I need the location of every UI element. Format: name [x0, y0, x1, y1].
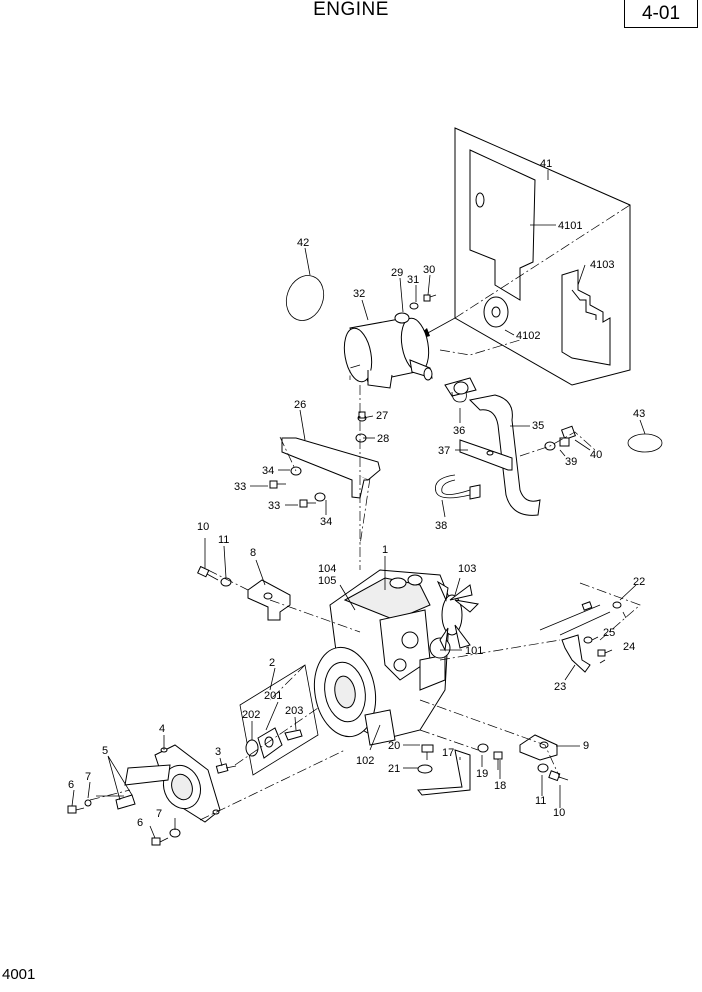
callout-101: 101: [465, 645, 483, 657]
callout-30: 30: [423, 264, 435, 276]
callout-7b: 7: [156, 808, 162, 820]
callout-4102: 4102: [516, 330, 540, 342]
callout-41: 41: [540, 158, 552, 170]
mounting-plate: [67, 744, 237, 846]
leader-lines: [71, 170, 646, 839]
callout-28: 28: [377, 433, 389, 445]
callout-4: 4: [159, 723, 165, 735]
callout-29: 29: [391, 267, 403, 279]
callout-4101: 4101: [558, 220, 582, 232]
callout-33a: 33: [234, 481, 246, 493]
callout-10b: 10: [553, 807, 565, 819]
callout-6b: 6: [137, 817, 143, 829]
callout-9: 9: [583, 740, 589, 752]
callout-10a: 10: [197, 521, 209, 533]
callout-42: 42: [297, 237, 309, 249]
exhaust-pipe: [435, 377, 576, 516]
callout-34b: 34: [320, 516, 332, 528]
right-mount-parts: [417, 734, 569, 796]
engine-mount-bracket-8: [197, 565, 291, 621]
callout-18: 18: [494, 780, 506, 792]
figure-number: 4001: [2, 966, 36, 983]
callout-5: 5: [102, 745, 108, 757]
assembly-lines: [89, 204, 641, 821]
callout-6a: 6: [68, 779, 74, 791]
callout-11a: 11: [218, 534, 229, 546]
callout-24: 24: [623, 641, 635, 653]
muffler-clamp: [394, 294, 437, 324]
callout-202: 202: [242, 709, 260, 721]
callout-34a: 34: [262, 465, 274, 477]
callout-17: 17: [442, 747, 454, 759]
coupling-set: [239, 664, 319, 776]
callout-21: 21: [388, 763, 400, 775]
callout-19: 19: [476, 768, 488, 780]
callout-25: 25: [603, 627, 615, 639]
callout-36: 36: [453, 425, 465, 437]
callout-1: 1: [382, 544, 388, 556]
cooling-fan: [436, 580, 480, 652]
callout-43: 43: [633, 408, 645, 420]
callout-7a: 7: [85, 771, 91, 783]
callout-27: 27: [376, 410, 388, 422]
callout-37: 37: [438, 445, 450, 457]
gasket-42: [285, 275, 325, 321]
callout-104: 104: [318, 563, 336, 575]
page-title: ENGINE: [313, 0, 389, 20]
callout-31: 31: [407, 274, 419, 286]
callout-2: 2: [269, 657, 275, 669]
muffler: [343, 317, 433, 389]
callout-20: 20: [388, 740, 400, 752]
callout-11b: 11: [535, 795, 546, 807]
callout-102: 102: [356, 755, 374, 767]
callout-38: 38: [435, 520, 447, 532]
callout-201: 201: [264, 690, 282, 702]
callout-8: 8: [250, 547, 256, 559]
page-code-box: 4-01: [624, 0, 698, 28]
callout-33b: 33: [268, 500, 280, 512]
muffler-cover-panel: [454, 127, 631, 386]
gasket-43: [627, 433, 663, 453]
callout-203: 203: [285, 705, 303, 717]
callout-35: 35: [532, 420, 544, 432]
callout-40: 40: [590, 449, 602, 461]
callout-105: 105: [318, 575, 336, 587]
muffler-bracket: [269, 411, 381, 508]
engine-block: [313, 569, 451, 746]
callout-26: 26: [294, 399, 306, 411]
callouts: 41 4101 4103 4102 42 32 29 31 30 35 36 3…: [68, 158, 645, 829]
callout-4103: 4103: [590, 259, 614, 271]
callout-3: 3: [215, 746, 221, 758]
callout-39: 39: [565, 456, 577, 468]
callout-23: 23: [554, 681, 566, 693]
callout-32: 32: [353, 288, 365, 300]
callout-103: 103: [458, 563, 476, 575]
callout-22: 22: [633, 576, 645, 588]
